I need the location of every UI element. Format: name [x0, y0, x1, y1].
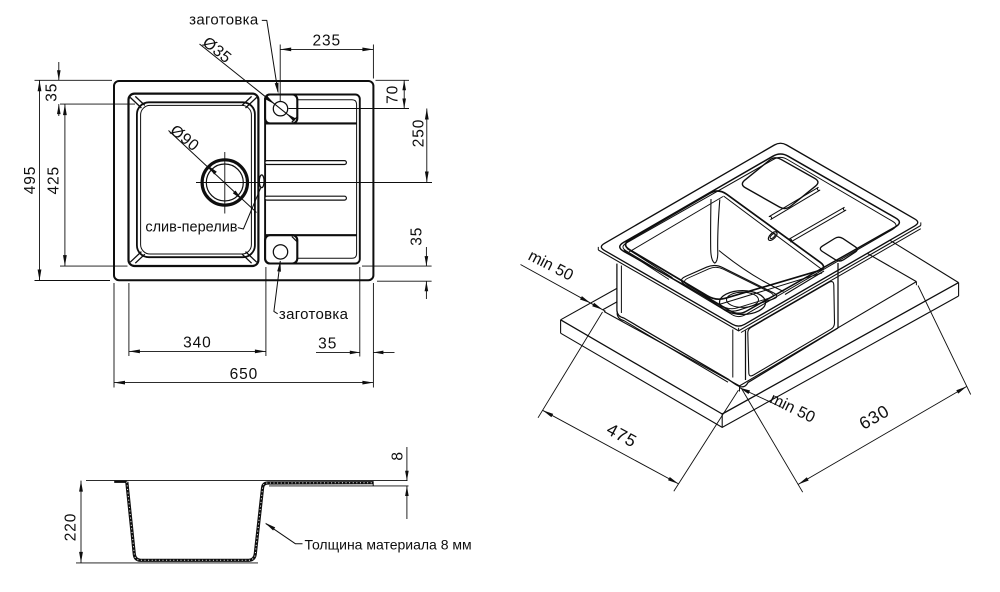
svg-text:340: 340 [183, 335, 212, 352]
svg-text:слив-перелив: слив-перелив [145, 220, 237, 236]
svg-text:35: 35 [44, 83, 61, 102]
svg-text:35: 35 [318, 336, 337, 353]
svg-text:235: 235 [313, 33, 342, 50]
svg-text:495: 495 [22, 166, 39, 195]
svg-text:650: 650 [230, 366, 259, 383]
svg-text:425: 425 [45, 166, 62, 195]
svg-text:35: 35 [409, 227, 426, 246]
svg-text:заготовка: заготовка [189, 12, 259, 29]
svg-text:70: 70 [385, 85, 402, 104]
svg-text:220: 220 [62, 513, 79, 542]
svg-text:заготовка: заготовка [279, 306, 349, 323]
svg-text:250: 250 [411, 119, 428, 148]
svg-text:Толщина материала 8 мм: Толщина материала 8 мм [305, 537, 472, 553]
svg-text:8: 8 [390, 451, 407, 461]
